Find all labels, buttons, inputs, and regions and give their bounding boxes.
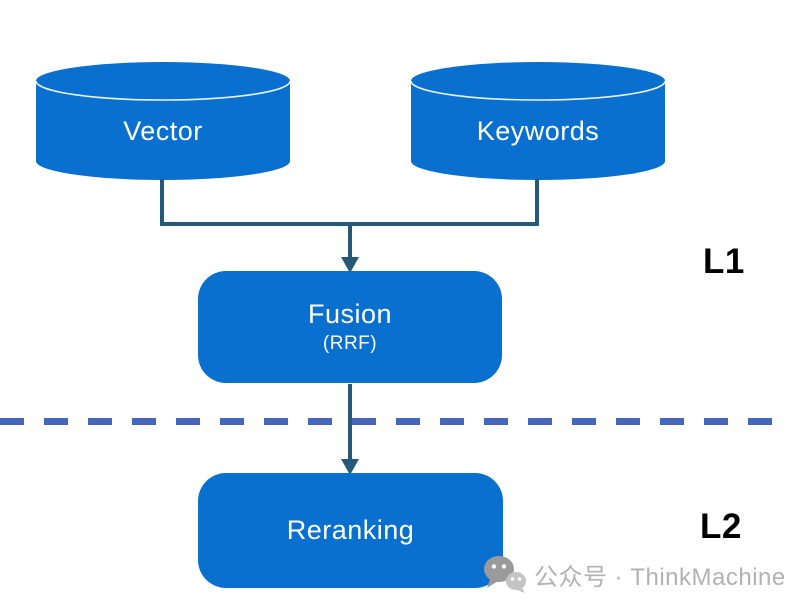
node-label-keywords: Keywords [476, 115, 600, 146]
node-reranking: Reranking [198, 473, 503, 588]
node-label-fusion: Fusion [307, 298, 393, 329]
wechat-icon [484, 556, 526, 593]
merge-connector-line [160, 179, 539, 226]
database-cylinder-icon [35, 62, 291, 180]
node-keywords-db: Keywords [410, 61, 666, 181]
node-fusion: Fusion (RRF) [198, 271, 502, 383]
node-label-vector: Vector [123, 115, 203, 146]
layer-label-l2: L2 [700, 507, 742, 546]
watermark-text: 公众号 · ThinkMachine [534, 563, 786, 591]
node-vector-db: Vector [35, 61, 291, 181]
node-sublabel-rrf: (RRF) [322, 332, 378, 354]
layer-label-l1: L1 [703, 242, 745, 281]
database-cylinder-icon [410, 62, 666, 180]
node-label-reranking: Reranking [286, 514, 415, 545]
watermark: 公众号 · ThinkMachine [483, 554, 786, 594]
layer-divider-dashed-line [0, 418, 790, 425]
